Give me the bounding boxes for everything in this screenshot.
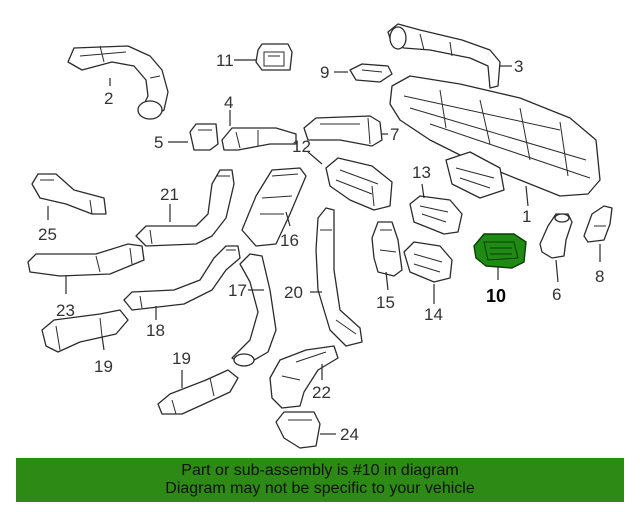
callout-8[interactable]: 8: [595, 267, 604, 286]
part-7-duct[interactable]: [303, 115, 383, 147]
part-18-duct[interactable]: [123, 245, 241, 311]
part-15-vent[interactable]: [371, 221, 403, 277]
part-16-duct[interactable]: [241, 167, 307, 247]
callout-9[interactable]: 9: [320, 63, 329, 82]
callout-14[interactable]: 14: [424, 305, 443, 324]
part-10-highlighted[interactable]: [473, 233, 527, 269]
part-3-duct[interactable]: [387, 23, 501, 89]
callout-21[interactable]: 21: [160, 185, 179, 204]
part-22-duct[interactable]: [269, 345, 339, 409]
callout-6[interactable]: 6: [552, 285, 561, 304]
callout-5[interactable]: 5: [154, 133, 163, 152]
callout-15[interactable]: 15: [376, 293, 395, 312]
exploded-parts-diagram: 2 11 9 3 4 5 7 12 13 1 21 25 16 23 6 8 1…: [27, 23, 613, 449]
callout-numbers: 2 11 9 3 4 5 7 12 13 1 21 25 16 23 6 8 1…: [38, 51, 604, 444]
callout-25[interactable]: 25: [38, 225, 57, 244]
part-12-vent-duct[interactable]: [325, 157, 393, 211]
callout-3[interactable]: 3: [514, 57, 523, 76]
part-2-duct[interactable]: [67, 45, 169, 120]
callout-20[interactable]: 20: [284, 283, 303, 302]
callout-17[interactable]: 17: [228, 281, 247, 300]
callout-1[interactable]: 1: [522, 207, 531, 226]
part-21-duct[interactable]: [135, 169, 235, 247]
callout-19-lower[interactable]: 19: [172, 349, 191, 368]
part-4-duct[interactable]: [221, 127, 297, 151]
callout-24[interactable]: 24: [340, 425, 359, 444]
callout-23[interactable]: 23: [56, 301, 75, 320]
part-24-connector[interactable]: [275, 411, 321, 449]
part-8-connector[interactable]: [583, 205, 613, 243]
part-5-connector[interactable]: [189, 123, 219, 151]
callout-16[interactable]: 16: [280, 231, 299, 250]
callout-13[interactable]: 13: [412, 163, 431, 182]
part-info-banner: Part or sub-assembly is #10 in diagram D…: [16, 458, 624, 502]
part-19-duct-upper[interactable]: [41, 309, 129, 353]
callout-leaders: [47, 59, 601, 435]
banner-part-line: Part or sub-assembly is #10 in diagram: [181, 462, 459, 479]
callout-4[interactable]: 4: [224, 93, 233, 112]
part-19-duct-lower[interactable]: [157, 369, 239, 415]
part-11-vent[interactable]: [255, 43, 293, 71]
callout-11[interactable]: 11: [216, 51, 234, 70]
callout-7[interactable]: 7: [390, 125, 399, 144]
callout-10-highlighted[interactable]: 10: [486, 286, 506, 306]
callout-18[interactable]: 18: [146, 321, 165, 340]
part-23-duct[interactable]: [27, 243, 145, 277]
part-17-duct[interactable]: [231, 253, 277, 367]
callout-19-upper[interactable]: 19: [94, 357, 113, 376]
callout-2[interactable]: 2: [104, 89, 113, 108]
part-25-duct[interactable]: [31, 173, 107, 215]
part-13-vent[interactable]: [409, 195, 463, 235]
part-9-clip[interactable]: [349, 63, 393, 83]
part-6-duct[interactable]: [539, 213, 573, 259]
banner-disclaimer-line: Diagram may not be specific to your vehi…: [165, 480, 475, 497]
part-14-vent[interactable]: [403, 241, 453, 283]
callout-12[interactable]: 12: [292, 137, 311, 156]
callout-22[interactable]: 22: [312, 383, 331, 402]
part-20-duct[interactable]: [315, 207, 363, 347]
part-1-main-duct[interactable]: [389, 75, 601, 199]
